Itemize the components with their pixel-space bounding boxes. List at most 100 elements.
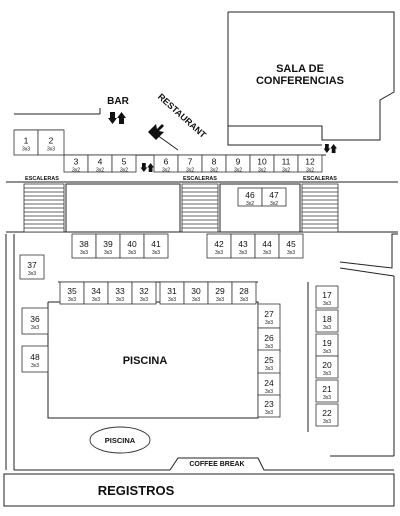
booth-number: 47 bbox=[269, 190, 279, 200]
stairs-label-right: ESCALERAS bbox=[303, 176, 337, 182]
booth-box bbox=[37, 129, 65, 156]
booth-size: 3x2 bbox=[282, 168, 290, 174]
booth-number: 40 bbox=[127, 239, 137, 249]
coffee-break-label: COFFEE BREAK bbox=[189, 461, 244, 468]
booth-size: 3x2 bbox=[246, 201, 254, 207]
booth-number: 33 bbox=[115, 286, 125, 296]
booth-box bbox=[206, 233, 232, 259]
booth-number: 41 bbox=[151, 239, 161, 249]
booth-number: 9 bbox=[236, 157, 241, 167]
booths: 13x323x333x243x253x263x273x283x293x2103x… bbox=[13, 129, 339, 427]
pool-oval-label: PISCINA bbox=[105, 436, 136, 445]
booth-size: 3x3 bbox=[31, 363, 39, 369]
booth-box bbox=[21, 345, 49, 373]
booth-number: 18 bbox=[322, 314, 332, 324]
stairs-right bbox=[301, 183, 339, 233]
registration-label: REGISTROS bbox=[98, 483, 175, 498]
booth-number: 11 bbox=[282, 157, 291, 167]
booth-size: 3x2 bbox=[120, 168, 128, 174]
booth-box bbox=[13, 129, 39, 156]
booth-number: 8 bbox=[212, 157, 217, 167]
booth-size: 3x3 bbox=[104, 250, 112, 256]
booth-number: 45 bbox=[286, 239, 296, 249]
booth-size: 3x3 bbox=[31, 325, 39, 331]
booth-box bbox=[315, 285, 339, 309]
booth-size: 3x2 bbox=[72, 168, 80, 174]
booth-size: 3x3 bbox=[263, 250, 271, 256]
booth-number: 42 bbox=[214, 239, 224, 249]
conference-room-label-2: CONFERENCIAS bbox=[256, 75, 344, 87]
booth-box bbox=[111, 154, 137, 173]
updown-arrows-icon bbox=[140, 163, 154, 172]
booth-size: 3x3 bbox=[240, 297, 248, 303]
booth-box bbox=[315, 355, 339, 379]
stairs-label-left: ESCALERAS bbox=[25, 176, 59, 182]
booth-size: 3x2 bbox=[162, 168, 170, 174]
booth-number: 43 bbox=[238, 239, 248, 249]
booth-size: 3x3 bbox=[265, 366, 273, 372]
booth-size: 3x2 bbox=[186, 168, 194, 174]
booth-box bbox=[71, 233, 97, 259]
booth-box bbox=[257, 394, 281, 418]
booth-number: 24 bbox=[264, 378, 274, 388]
booth-box bbox=[315, 309, 339, 333]
booth-box bbox=[230, 233, 256, 259]
booth-number: 32 bbox=[139, 286, 149, 296]
booth-number: 22 bbox=[322, 408, 332, 418]
booth-size: 3x3 bbox=[152, 250, 160, 256]
booth-box bbox=[297, 154, 323, 173]
booth-size: 3x3 bbox=[323, 395, 331, 401]
booth-box bbox=[19, 254, 45, 280]
booth-size: 3x3 bbox=[287, 250, 295, 256]
booth-box bbox=[131, 281, 157, 305]
booth-size: 3x2 bbox=[96, 168, 104, 174]
open-area-left bbox=[65, 183, 181, 233]
booth-size: 3x3 bbox=[215, 250, 223, 256]
